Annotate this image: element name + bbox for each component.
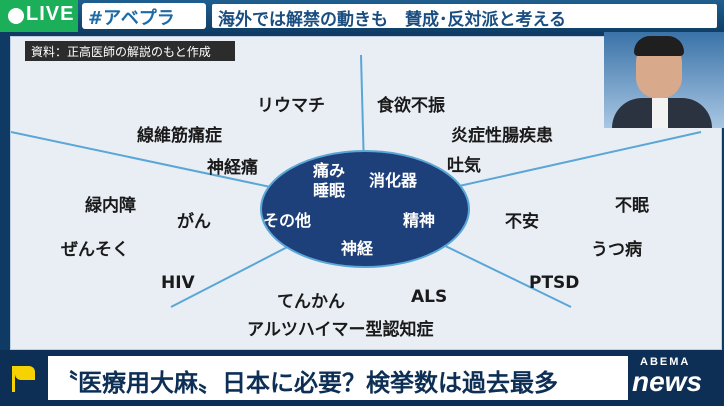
source-note: 資料：正高医師の解説のもと作成: [25, 41, 235, 61]
word-als: ALS: [411, 287, 448, 307]
center-label-sleep: 睡眠: [313, 181, 346, 200]
word-ptsd: PTSD: [529, 273, 580, 293]
live-label: LIVE: [26, 3, 75, 25]
bottom-bar: 〝医療用大麻〟日本に必要？検挙数は過去最多 ABEMA news: [0, 350, 724, 406]
host-shirt: [652, 98, 668, 128]
ticker-banner: 〝医療用大麻〟日本に必要？検挙数は過去最多: [48, 356, 628, 400]
channel-tag-text: #アベプラ: [88, 8, 175, 29]
radial-diagram: [11, 54, 702, 308]
center-label-other: その他: [263, 211, 312, 230]
flag-icon: [0, 350, 44, 406]
word-ibd: 炎症性腸疾患: [451, 126, 553, 146]
word-fibromyalgia: 線維筋痛症: [137, 126, 222, 146]
abema-logo: ABEMA: [640, 356, 691, 368]
live-dot-icon: [8, 8, 24, 24]
word-rheumatism: リウマチ: [257, 96, 325, 116]
host-hair: [634, 36, 684, 56]
word-cancer: がん: [177, 212, 211, 232]
ticker-text: 〝医療用大麻〟日本に必要？検挙数は過去最多: [54, 369, 558, 397]
word-glaucoma: 緑内障: [85, 196, 136, 216]
word-hiv: HIV: [161, 273, 195, 293]
headline-banner: 海外では解禁の動きも 賛成･反対派と考える: [212, 4, 717, 30]
diagram-board: 資料：正高医師の解説のもと作成 痛み 睡眠 消化器 その他 精神 神経 リウマチ…: [10, 36, 722, 350]
host-video-inset: [604, 32, 724, 128]
center-label-pain: 痛み: [313, 161, 346, 180]
live-badge: LIVE: [0, 0, 78, 32]
word-appetite-loss: 食欲不振: [377, 96, 445, 116]
flag-pole: [12, 366, 15, 392]
word-anxiety: 不安: [505, 212, 539, 232]
source-note-text: 資料：正高医師の解説のもと作成: [31, 45, 211, 59]
word-depression: うつ病: [591, 240, 642, 260]
flag-cloth: [15, 366, 35, 380]
center-label-digestive: 消化器: [369, 171, 418, 190]
center-ellipse: [260, 150, 470, 268]
word-vomiting: 吐気: [447, 156, 481, 176]
word-epilepsy: てんかん: [277, 292, 345, 312]
channel-tag: #アベプラ: [82, 3, 206, 29]
center-label-neuro: 神経: [341, 239, 374, 258]
word-asthma: ぜんそく: [61, 240, 129, 260]
center-label-mental: 精神: [403, 211, 436, 230]
word-insomnia: 不眠: [615, 196, 649, 216]
word-neuralgia: 神経痛: [207, 158, 258, 178]
top-bar: LIVE #アベプラ 海外では解禁の動きも 賛成･反対派と考える: [0, 0, 724, 32]
word-alzheimers: アルツハイマー型認知症: [247, 320, 434, 340]
headline-text: 海外では解禁の動きも 賛成･反対派と考える: [218, 10, 566, 30]
news-logo: news: [632, 366, 703, 397]
